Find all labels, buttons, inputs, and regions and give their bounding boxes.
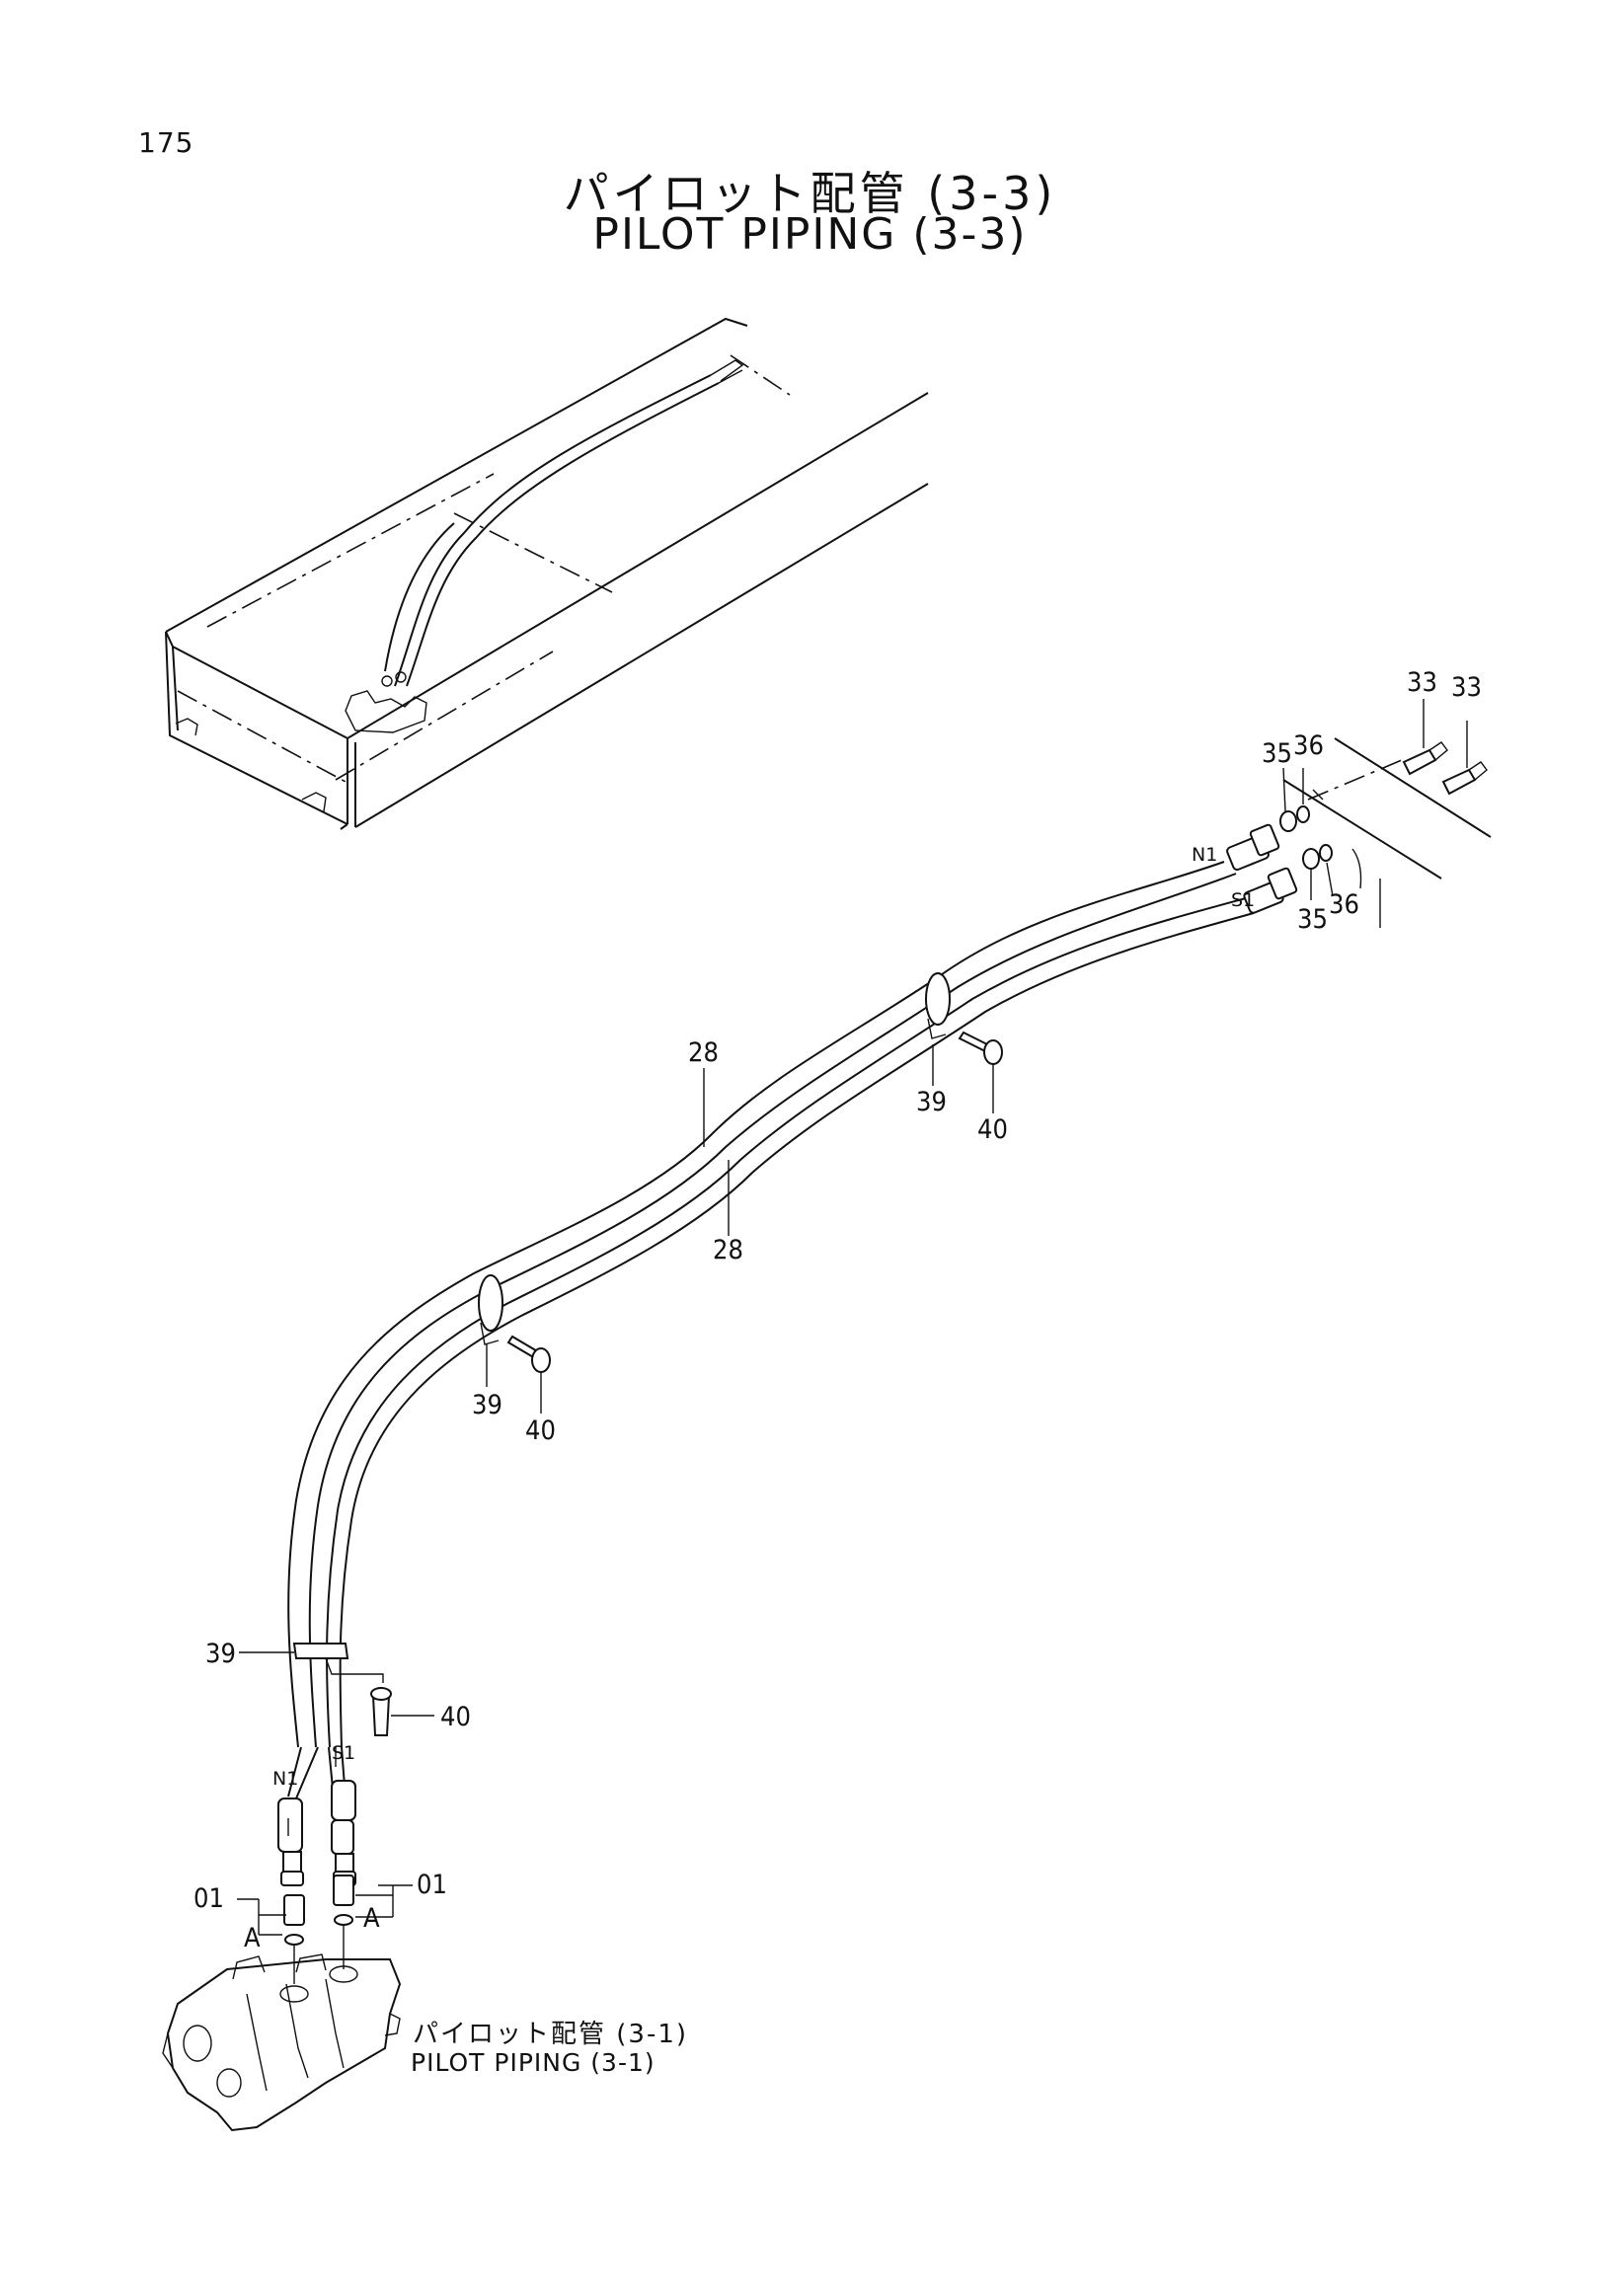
reference-english: PILOT PIPING (3-1) [411, 2048, 656, 2077]
callout-28-b: 28 [713, 1235, 743, 1265]
control-valve [162, 1953, 402, 2132]
callout-28-a: 28 [688, 1037, 719, 1068]
seal-35-b [1302, 848, 1320, 870]
pilot-hose-28 [287, 861, 1255, 1799]
hose-clamps [292, 972, 1003, 1736]
hose-label-n1-bottom: N1 [272, 1768, 298, 1790]
hose-label-s1-bottom: S1 [332, 1742, 355, 1764]
callout-36-b: 36 [1329, 889, 1359, 920]
callout-39-a: 39 [916, 1087, 947, 1117]
hose-label-s1-top: S1 [1231, 889, 1255, 911]
page-number: 175 [138, 126, 194, 159]
page-title-english: PILOT PIPING (3-3) [592, 209, 1028, 260]
lower-fittings [277, 1780, 356, 1984]
hose-label-n1-top: N1 [1192, 844, 1217, 866]
callout-39-b: 39 [472, 1390, 502, 1420]
callout-40-a: 40 [977, 1114, 1008, 1145]
oring-36-a [1296, 805, 1310, 823]
callout-33-a: 33 [1407, 667, 1437, 698]
callout-40-b: 40 [525, 1416, 556, 1446]
callout-a-left: A [244, 1923, 261, 1953]
callout-01-a: 01 [193, 1883, 224, 1914]
callout-40-c: 40 [440, 1702, 471, 1732]
callout-39-c: 39 [205, 1639, 236, 1669]
seal-35-a [1279, 810, 1297, 832]
page-title-japanese: パイロット配管 (3-3) [563, 167, 1057, 220]
boom-frame [165, 317, 929, 830]
reference-japanese: パイロット配管 (3-1) [413, 2020, 689, 2049]
callout-a-right: A [363, 1903, 380, 1934]
callout-01-b: 01 [417, 1870, 447, 1900]
callout-35-b: 35 [1297, 904, 1328, 935]
mount-bracket [1282, 737, 1492, 928]
oring-36-b [1319, 844, 1333, 862]
leader-lines [237, 699, 1468, 1936]
hose-end-fittings-top [1226, 741, 1488, 914]
callout-36-a: 36 [1293, 730, 1324, 761]
callout-33-b: 33 [1451, 672, 1482, 703]
callout-35-a: 35 [1262, 738, 1292, 769]
